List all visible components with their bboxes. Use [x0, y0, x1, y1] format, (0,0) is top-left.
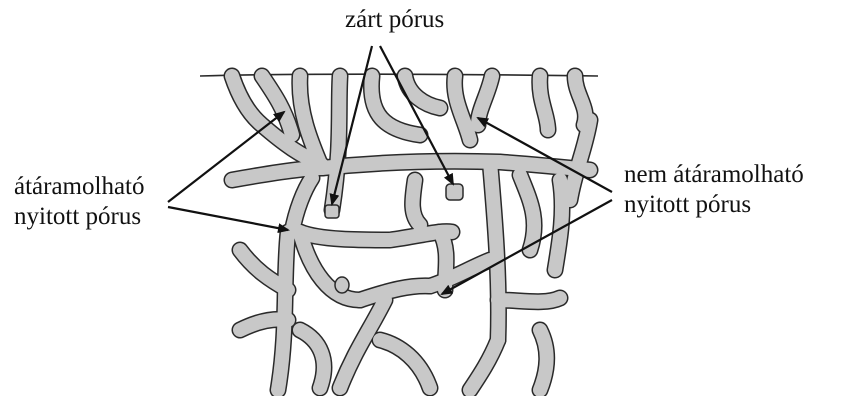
flow-through-open-pore-label-line2: nyitott pórus	[14, 202, 145, 232]
closed-pore-label: zárt pórus	[345, 5, 444, 35]
non-flow-open-pore-label: nem átáramolható nyitott pórus	[624, 160, 804, 220]
non-flow-open-pore-label-line2: nyitott pórus	[624, 190, 804, 220]
non-flow-open-pore-label-line1: nem átáramolható	[624, 160, 804, 190]
flow-through-open-pore-label-line1: átáramolható	[14, 172, 145, 202]
flow-through-open-pore-label: átáramolható nyitott pórus	[14, 172, 145, 232]
pore-network	[232, 76, 590, 390]
arrow-flow-pore-upper	[168, 112, 284, 202]
closed-pore-right	[446, 184, 463, 200]
closed-pore-left	[325, 205, 339, 218]
closed-pore-small	[335, 277, 349, 293]
arrow-flow-pore-lower	[168, 207, 288, 230]
